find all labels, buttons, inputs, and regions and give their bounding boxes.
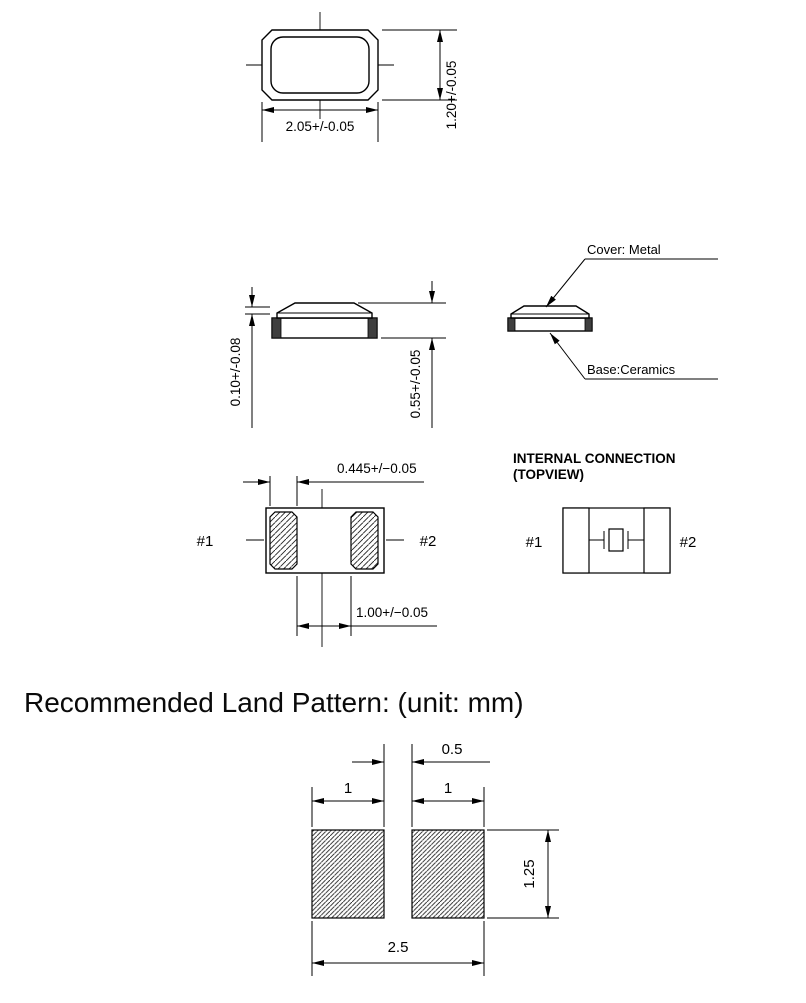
cover-thickness-dimension: 0.10+/-0.08 (228, 338, 243, 407)
cover-outline (276, 302, 373, 319)
terminal (584, 317, 593, 332)
pin-1-label: #1 (526, 534, 543, 551)
base-outline (507, 317, 593, 332)
pad-1-hatched (269, 511, 298, 570)
electrode-2 (643, 507, 671, 574)
terminal (367, 317, 378, 339)
overall-width-dimension: 2.5 (388, 939, 409, 956)
pin-2-label: #2 (420, 533, 437, 550)
internal-connection-title: INTERNAL CONNECTION (513, 451, 676, 466)
body-height-dimension: 0.55+/-0.05 (408, 350, 423, 419)
internal-connection-subtitle: (TOPVIEW) (513, 467, 584, 482)
cover-leader-arrow (545, 258, 586, 308)
land-pad-2-hatched (411, 829, 485, 919)
terminal (271, 317, 282, 339)
internal-connection: INTERNAL CONNECTION (TOPVIEW) #1 #2 (513, 451, 697, 574)
pad-pitch-dimension: 1.00+/−0.05 (356, 605, 428, 620)
top-view-width-dimension: 2.05+/-0.05 (286, 119, 355, 134)
side-view: 0.10+/-0.08 0.55+/-0.05 (228, 281, 446, 428)
right-pad-width-dimension: 1 (444, 780, 452, 797)
pad-2-hatched (350, 511, 379, 570)
gap-dimension: 0.5 (442, 741, 463, 758)
pin-2-label: #2 (680, 534, 697, 551)
cover-outline (510, 305, 590, 319)
land-pattern-heading: Recommended Land Pattern: (unit: mm) (24, 687, 524, 718)
pad-height-dimension: 1.25 (521, 859, 538, 888)
side-view-material-callouts: Cover: Metal Base:Ceramics (507, 242, 718, 380)
pad-width-dimension: 0.445+/−0.05 (337, 461, 417, 476)
terminal (507, 317, 516, 332)
pin-1-label: #1 (197, 533, 214, 550)
base-material-label: Base:Ceramics (587, 362, 676, 377)
top-view-height-dimension: 1.20+/-0.05 (444, 61, 459, 130)
base-outline (271, 317, 378, 339)
bottom-view: 0.445+/−0.05 1.00+/−0.05 #1 #2 (197, 461, 437, 647)
land-pad-1-hatched (311, 829, 385, 919)
electrode-1 (562, 507, 590, 574)
base-leader-arrow (549, 332, 586, 380)
left-pad-width-dimension: 1 (344, 780, 352, 797)
crystal-symbol (608, 528, 624, 552)
cover-material-label: Cover: Metal (587, 242, 661, 257)
package-cover-outline (270, 36, 370, 94)
top-view: 2.05+/-0.05 1.20+/-0.05 (246, 12, 459, 142)
land-pattern-drawing: 0.5 1 1 1.25 2.5 (311, 741, 559, 976)
